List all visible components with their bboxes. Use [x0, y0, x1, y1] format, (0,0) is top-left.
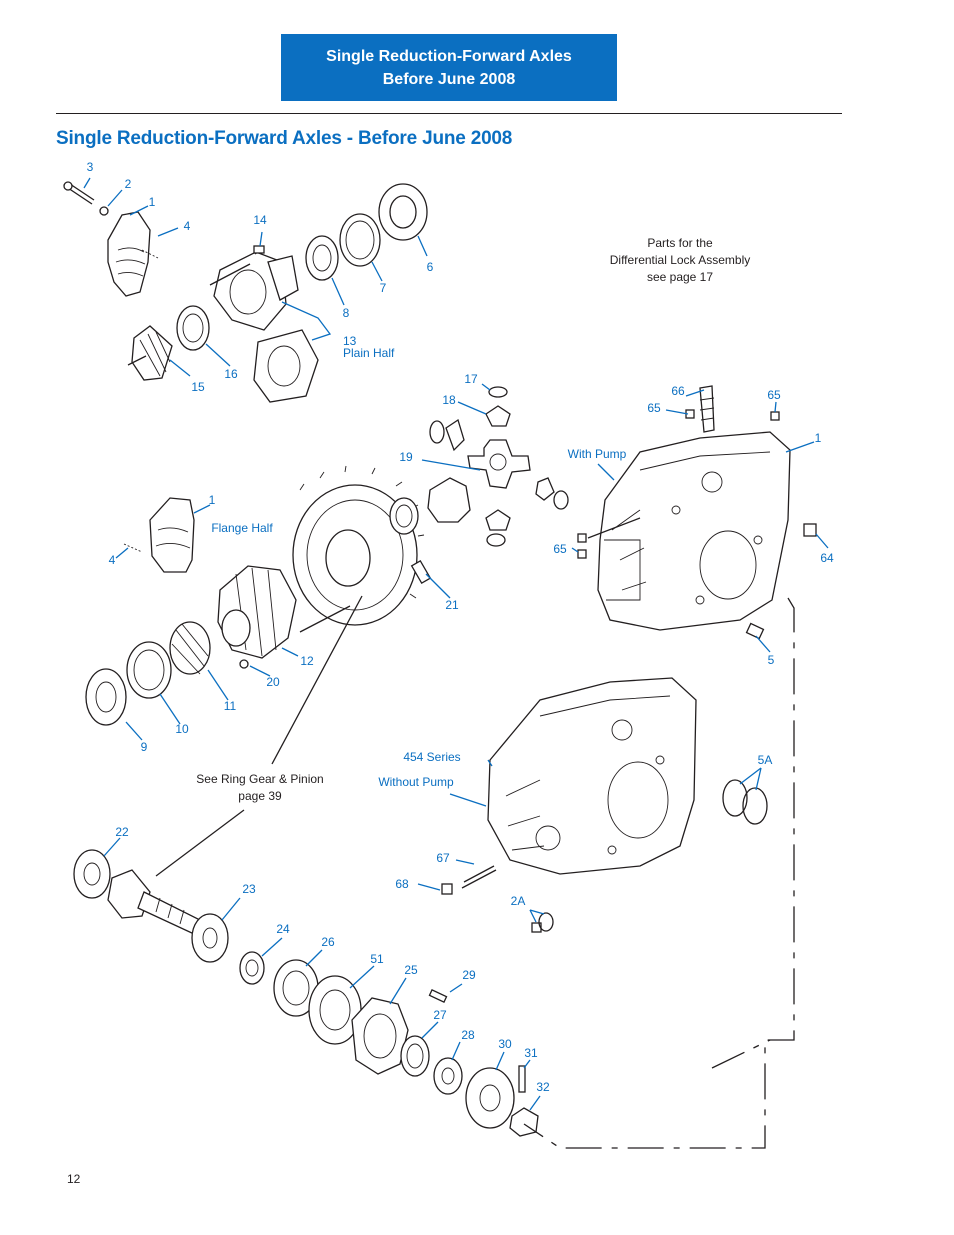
part-label-1-top: 1 — [149, 195, 156, 209]
series-454-label: 454 Series — [403, 750, 460, 764]
part-label-1-housing: 1 — [815, 431, 822, 445]
ring-gear-note-line1: See Ring Gear & Pinion — [196, 772, 323, 786]
part-label-20: 20 — [266, 675, 280, 689]
section-header-box: Single Reduction-Forward Axles Before Ju… — [281, 34, 617, 101]
bearing-cap-top-drawing — [63, 181, 159, 297]
part-label-17: 17 — [464, 372, 478, 386]
part-label-18: 18 — [442, 393, 456, 407]
housing-without-pump-drawing — [441, 677, 768, 933]
part-label-31: 31 — [524, 1046, 538, 1060]
part-label-8: 8 — [343, 306, 350, 320]
part-label-23: 23 — [242, 882, 256, 896]
ring-gear-note-line2: page 39 — [238, 789, 282, 803]
part-label-16: 16 — [224, 367, 238, 381]
part-label-1-lower: 1 — [209, 493, 216, 507]
flange-half-label: Flange Half — [211, 521, 273, 535]
part-label-67: 67 — [436, 851, 450, 865]
part-label-2a: 2A — [511, 894, 526, 908]
plain-half-label: Plain Half — [343, 346, 395, 360]
part-label-51: 51 — [370, 952, 384, 966]
assembly-outline-dashed — [523, 597, 795, 1149]
part-label-25: 25 — [404, 963, 418, 977]
part-label-66: 66 — [671, 384, 685, 398]
part-label-2: 2 — [125, 177, 132, 191]
part-label-7: 7 — [380, 281, 387, 295]
part-label-10: 10 — [175, 722, 189, 736]
part-label-28: 28 — [461, 1028, 475, 1042]
part-label-21: 21 — [445, 598, 459, 612]
page-title: Single Reduction-Forward Axles - Before … — [56, 128, 513, 149]
part-label-11: 11 — [224, 699, 237, 713]
with-pump-label: With Pump — [568, 447, 627, 461]
part-label-27: 27 — [433, 1008, 447, 1022]
ring-gear-drawing — [85, 465, 471, 726]
housing-with-pump-drawing — [577, 385, 817, 640]
pinion-assembly-drawing — [73, 849, 539, 1137]
bearing-cap-lower-drawing — [123, 497, 195, 573]
part-label-3: 3 — [87, 160, 94, 174]
part-label-15: 15 — [191, 380, 205, 394]
part-label-68: 68 — [395, 877, 409, 891]
leader-lines — [83, 177, 829, 1111]
part-label-19: 19 — [399, 450, 413, 464]
part-label-24: 24 — [276, 922, 290, 936]
part-label-5a: 5A — [758, 753, 773, 767]
part-label-30: 30 — [498, 1037, 512, 1051]
page-number: 12 — [67, 1172, 81, 1186]
part-label-5: 5 — [768, 653, 775, 667]
part-label-9: 9 — [141, 740, 148, 754]
part-label-26: 26 — [321, 935, 335, 949]
part-label-29: 29 — [462, 968, 476, 982]
part-label-65-left: 65 — [647, 401, 661, 415]
section-header-line1: Single Reduction-Forward Axles — [326, 47, 572, 65]
spider-assembly-drawing — [429, 386, 569, 547]
part-label-4-top: 4 — [184, 219, 191, 233]
diff-lock-note-line1: Parts for the — [647, 236, 713, 250]
section-header-line2: Before June 2008 — [382, 70, 516, 88]
part-label-65-lower: 65 — [553, 542, 567, 556]
part-label-14: 14 — [253, 213, 267, 227]
part-label-12: 12 — [300, 654, 314, 668]
diff-lock-note-line2: Differential Lock Assembly — [610, 253, 751, 267]
side-gear-top-drawing — [127, 305, 210, 381]
part-label-6: 6 — [427, 260, 434, 274]
part-label-13: 13 — [343, 334, 357, 348]
part-label-65-right: 65 — [767, 388, 781, 402]
without-pump-label: Without Pump — [378, 775, 454, 789]
bearing-assembly-top-drawing — [213, 183, 428, 403]
part-label-22: 22 — [115, 825, 129, 839]
diff-lock-note-line3: see page 17 — [647, 270, 713, 284]
header-rule — [56, 113, 842, 114]
part-label-4-lower: 4 — [109, 553, 116, 567]
part-label-32: 32 — [536, 1080, 550, 1094]
part-label-64: 64 — [820, 551, 834, 565]
